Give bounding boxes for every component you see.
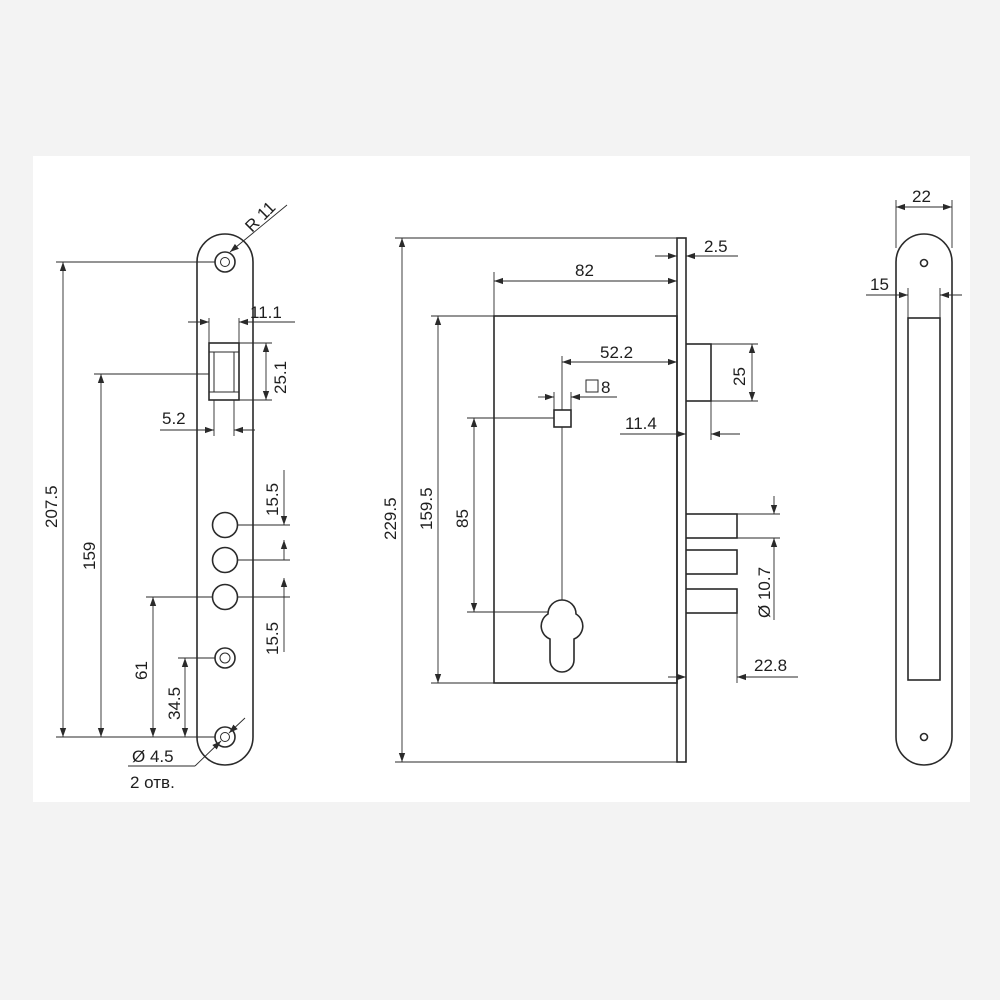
slot-offset-label: 5.2: [162, 409, 186, 428]
bolt-diameter-label: Ø 10.7: [755, 567, 774, 618]
backset-label: 82: [575, 261, 594, 280]
side-faceplate: [676, 237, 687, 763]
screw-count-label: 2 отв.: [130, 773, 175, 792]
screw-diameter-label: Ø 4.5: [132, 747, 174, 766]
faceplate-thickness-label: 2.5: [704, 237, 728, 256]
bolt-hole-2: [211, 546, 239, 574]
hole-pitch-upper-label: 15.5: [263, 483, 282, 516]
latch-height-label: 25: [730, 367, 749, 386]
deadbolt-1: [684, 513, 738, 539]
edge-top-hole: [919, 258, 929, 268]
edge-view: 22 15: [866, 187, 962, 766]
spindle-to-cylinder-label: 85: [453, 509, 472, 528]
body-height-label: 159.5: [417, 487, 436, 530]
to-lower-hole-label: 61: [132, 661, 151, 680]
side-view: 2.5 82 25 52.2 8 11.4 229.5: [381, 237, 798, 763]
to-slot-label: 159: [80, 542, 99, 570]
top-screw-hole: [214, 251, 236, 273]
spindle-square: [553, 409, 572, 428]
drawing-sheet: [33, 156, 970, 802]
hole-pitch-lower-label: 15.5: [263, 622, 282, 655]
latch-slot: [208, 342, 240, 401]
deadbolt-3: [684, 588, 738, 614]
edge-inner-width-label: 15: [870, 275, 889, 294]
spindle-offset-label: 52.2: [600, 343, 633, 362]
side-total-height-label: 229.5: [381, 497, 400, 540]
total-height-label: 207.5: [42, 485, 61, 528]
latch-bolt: [684, 343, 712, 402]
bolt-hole-1: [211, 511, 239, 539]
edge-inner-slot: [907, 317, 941, 681]
square-symbol-icon: [585, 379, 599, 393]
edge-bottom-hole: [919, 732, 929, 742]
cylinder-cutout: [540, 599, 584, 673]
bolt-projection-label: 22.8: [754, 656, 787, 675]
to-screw-label: 34.5: [165, 687, 184, 720]
latch-projection-label: 11.4: [625, 414, 657, 433]
bolt-hole-3: [211, 583, 239, 611]
deadbolt-2: [684, 549, 738, 575]
faceplate-outline: [196, 233, 254, 766]
slot-height-label: 25.1: [271, 361, 290, 394]
lower-hole: [214, 647, 236, 669]
slot-width-label: 11.1: [250, 303, 282, 322]
spindle-square-label: 8: [601, 378, 610, 397]
radius-label: R 11: [241, 198, 279, 236]
edge-width-label: 22: [912, 187, 931, 206]
front-view: R 11 11.1 25.1 5.2 207.5 159 15.5: [42, 198, 295, 792]
edge-plate-outline: [895, 233, 953, 766]
lock-case: [493, 315, 678, 684]
